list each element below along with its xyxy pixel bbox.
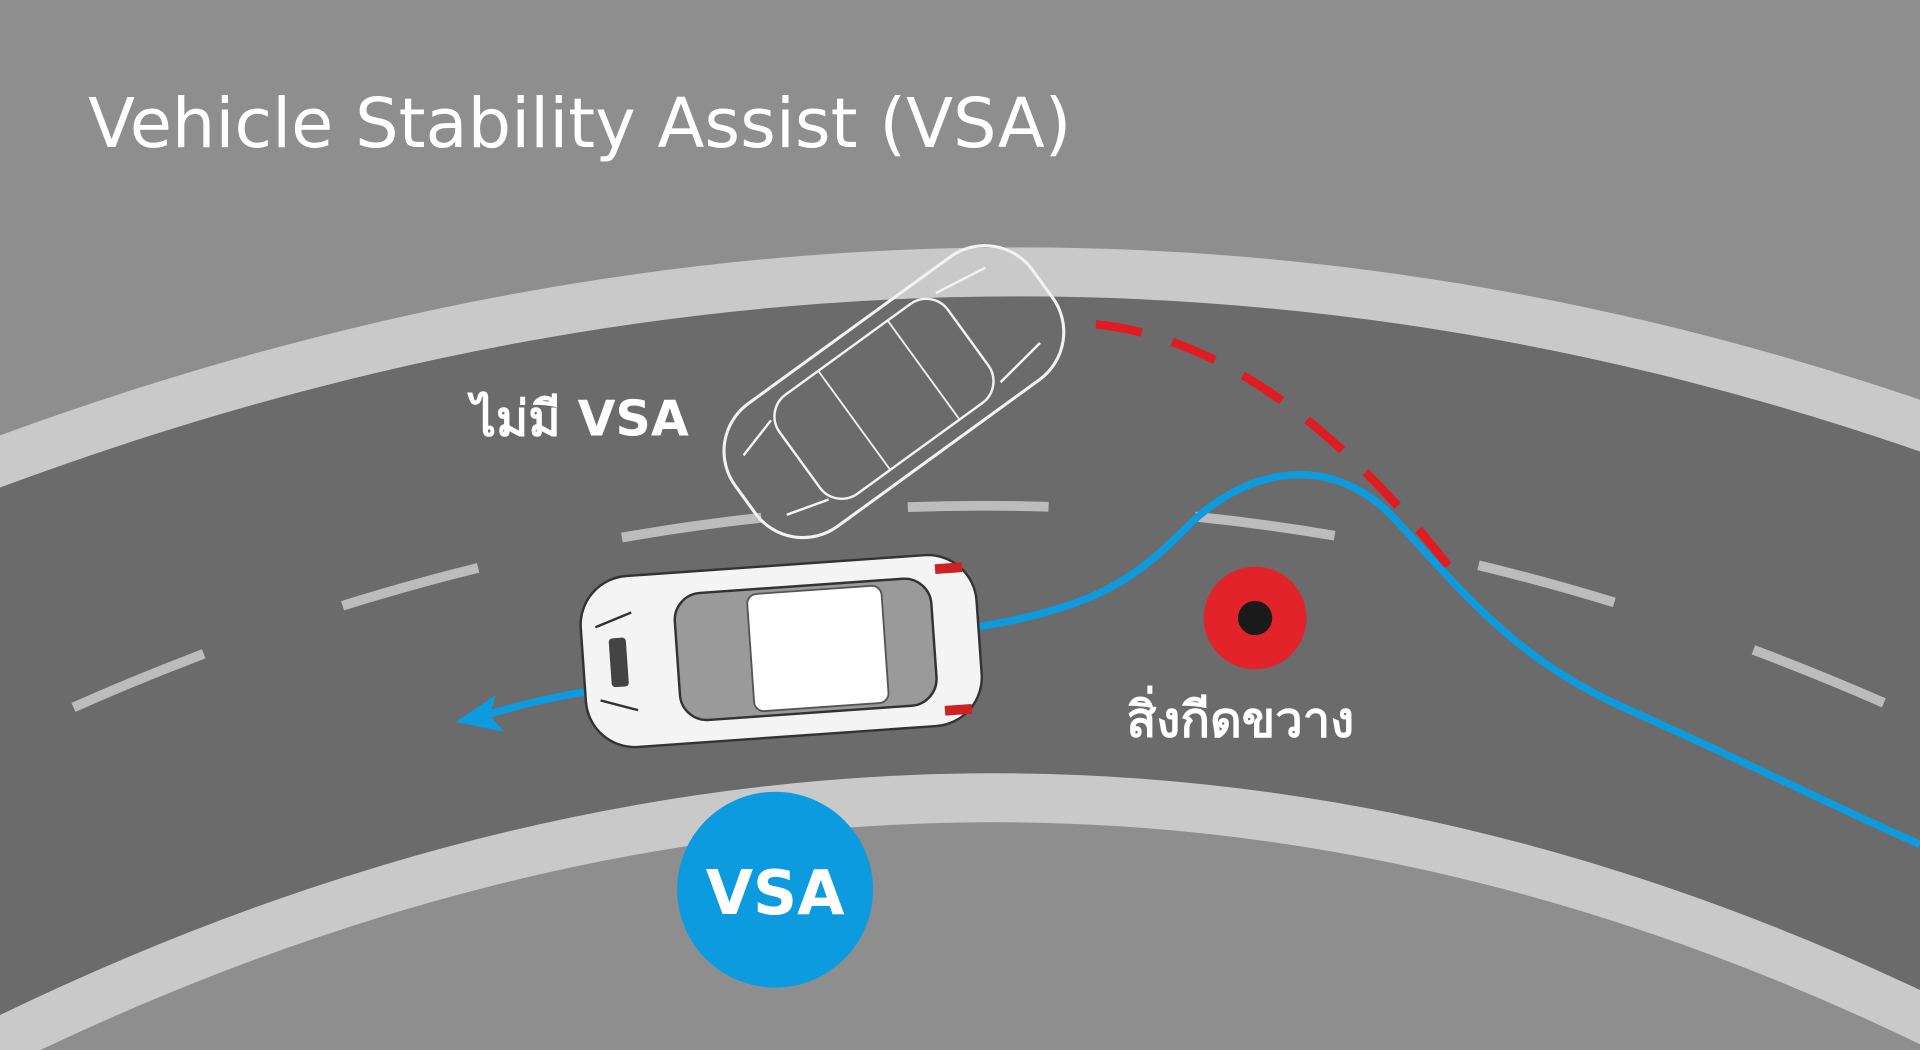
obstacle-marker-icon bbox=[1203, 566, 1307, 670]
page-title: Vehicle Stability Assist (VSA) bbox=[88, 84, 1071, 164]
without-vsa-label: ไม่มี VSA bbox=[466, 390, 688, 448]
obstacle-label: สิ่งกีดขวาง bbox=[1127, 685, 1355, 749]
road-edge-top bbox=[0, 247, 1920, 488]
vsa-badge: VSA bbox=[677, 791, 874, 988]
vsa-badge-label: VSA bbox=[706, 858, 845, 929]
vsa-path-arrow-line bbox=[482, 687, 589, 720]
car-outline-icon bbox=[722, 244, 1066, 540]
car-icon bbox=[579, 553, 984, 749]
vsa-path bbox=[978, 471, 1920, 848]
arrow-head-icon bbox=[455, 695, 505, 732]
no-vsa-path bbox=[1095, 320, 1467, 588]
road-edge-bottom bbox=[0, 773, 1920, 1050]
lane-marking bbox=[71, 500, 1888, 712]
